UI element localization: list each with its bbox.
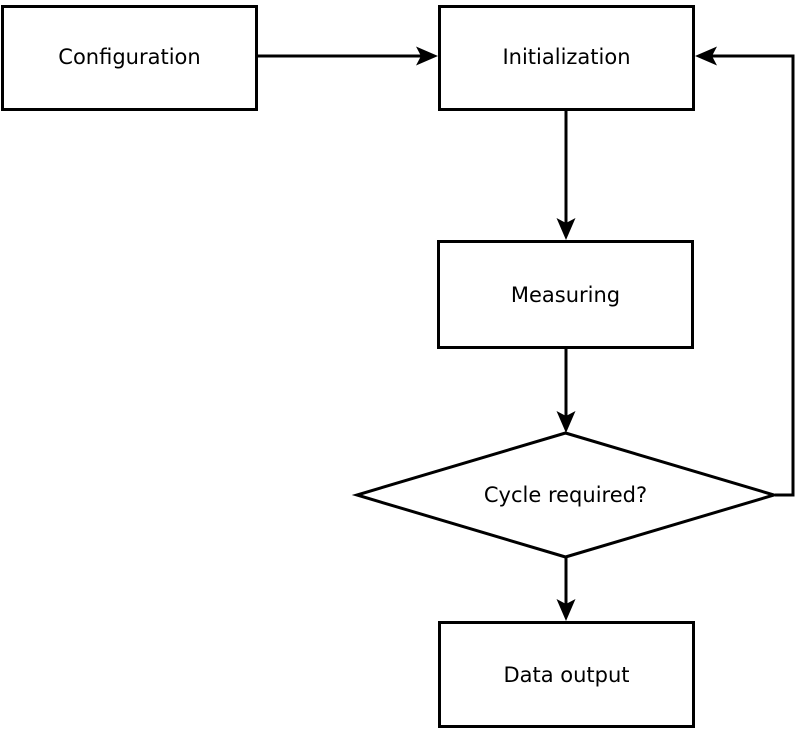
arrowhead-into-measuring-top	[556, 218, 576, 240]
data-output-label: Data output	[503, 663, 629, 687]
edge-configuration-to-initialization	[258, 46, 438, 66]
node-initialization[interactable]: Initialization	[438, 5, 695, 111]
arrowhead-into-decision-top	[556, 411, 576, 433]
arrowhead-into-initialization-left	[416, 46, 438, 66]
edge-initialization-to-measuring	[556, 111, 576, 240]
arrowhead-into-data-output-top	[556, 599, 576, 621]
node-data-output[interactable]: Data output	[438, 621, 695, 728]
cycle-required-label: Cycle required?	[484, 483, 647, 507]
node-measuring[interactable]: Measuring	[437, 240, 694, 349]
configuration-label: Configuration	[58, 45, 200, 69]
measuring-label: Measuring	[511, 283, 620, 307]
arrowhead-into-initialization-right	[695, 46, 717, 66]
edge-cycle-required-to-initialization-loop	[695, 46, 795, 497]
cycle-required-diamond[interactable]	[351, 431, 780, 559]
measuring-box[interactable]	[437, 240, 694, 349]
initialization-box[interactable]	[438, 5, 695, 111]
node-configuration[interactable]: Configuration	[1, 5, 258, 111]
edge-cycle-required-to-data-output	[556, 558, 576, 621]
data-output-box[interactable]	[438, 621, 695, 728]
node-cycle-required[interactable]: Cycle required?	[351, 431, 780, 559]
edge-measuring-to-cycle-required	[556, 349, 576, 433]
edge-line-feedback-loop	[701, 54, 795, 497]
initialization-label: Initialization	[502, 45, 630, 69]
configuration-box[interactable]	[1, 5, 258, 111]
